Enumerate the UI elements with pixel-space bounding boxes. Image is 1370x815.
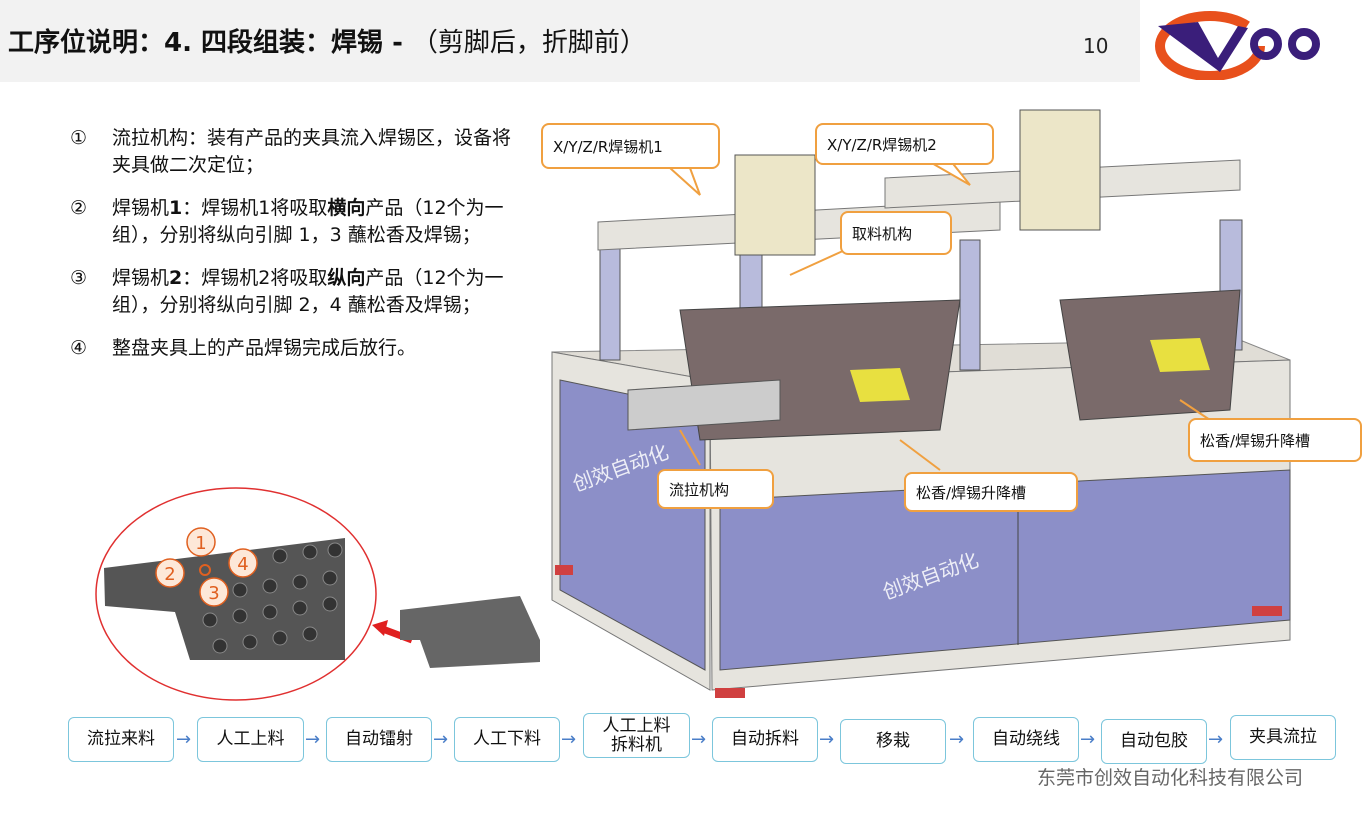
page-number: 10 (1083, 34, 1109, 58)
step-num: ④ (70, 337, 88, 359)
callout-pick-mechanism: 取料机构 (840, 211, 952, 255)
detail-label-3: 3 (208, 583, 219, 604)
detail-label-2: 2 (164, 564, 175, 585)
fixture-tray (400, 596, 540, 668)
step-bold: 2 (169, 267, 183, 289)
arrow-right-icon: → (691, 729, 707, 750)
arrow-right-icon: → (561, 729, 577, 750)
step-2: ② 焊锡机1：焊锡机1将吸取横向产品（12个为一 组），分别将纵向引脚 1，3 蘸… (70, 195, 520, 249)
arrow-right-icon: → (949, 729, 965, 750)
step-3: ③ 焊锡机2：焊锡机2将吸取纵向产品（12个为一 组），分别将纵向引脚 2，4 蘸… (70, 265, 520, 319)
callout-lift-tank-2: 松香/焊锡升降槽 (1188, 418, 1362, 462)
step-1: ① 流拉机构：装有产品的夹具流入焊锡区，设备将夹具做二次定位； (70, 125, 520, 179)
callout-solder-machine-1: X/Y/Z/R焊锡机1 (541, 123, 720, 169)
step-bold: 纵向 (327, 267, 366, 289)
flow-step: 人工上料 拆料机 (583, 713, 690, 758)
step-4: ④ 整盘夹具上的产品焊锡完成后放行。 (70, 335, 520, 362)
header-bar (0, 0, 1140, 82)
flow-step: 人工上料 (197, 717, 304, 762)
arrow-right-icon: → (305, 729, 321, 750)
flow-step: 自动包胶 (1101, 719, 1207, 764)
company-logo (1155, 11, 1320, 80)
slide-title: 工序位说明：4. 四段组装：焊锡 - （剪脚后，折脚前） (8, 28, 646, 58)
step-text: 流拉机构：装有产品的夹具流入焊锡区，设备将夹具做二次定位； (112, 127, 512, 176)
fixture-detail-view: 1 2 3 4 (95, 487, 377, 701)
arrow-right-icon: → (176, 729, 192, 750)
callout-solder-machine-2: X/Y/Z/R焊锡机2 (815, 123, 994, 165)
arrow-right-icon: → (1208, 729, 1224, 750)
step-text: ：焊锡机2将吸取 (182, 267, 328, 289)
callout-lift-tank-1: 松香/焊锡升降槽 (904, 472, 1078, 512)
flow-step: 流拉来料 (68, 717, 174, 762)
soldering-machine (551, 109, 1291, 698)
step-text: 产品（12个为一 组），分别将纵向引脚 2，4 蘸松香及焊锡； (112, 267, 504, 316)
step-num: ① (70, 127, 88, 149)
step-num: ③ (70, 267, 88, 289)
step-num: ② (70, 197, 88, 219)
arrow-right-icon: → (433, 729, 449, 750)
step-bold: 横向 (327, 197, 366, 219)
detail-label-4: 4 (237, 554, 248, 575)
detail-label-1: 1 (195, 533, 206, 554)
flow-step: 移栽 (840, 719, 946, 764)
step-bold: 1 (169, 197, 183, 219)
flow-step: 人工下料 (454, 717, 560, 762)
step-text: ：焊锡机1将吸取 (182, 197, 328, 219)
arrow-right-icon: → (1080, 729, 1096, 750)
step-text: 焊锡机 (112, 197, 170, 219)
company-name: 东莞市创效自动化科技有限公司 (1037, 767, 1304, 789)
arrow-right-icon: → (819, 729, 835, 750)
step-text: 产品（12个为一 组），分别将纵向引脚 1，3 蘸松香及焊锡； (112, 197, 504, 246)
flow-step: 自动拆料 (712, 717, 818, 762)
flow-step: 夹具流拉 (1230, 715, 1336, 760)
flow-step: 自动镭射 (326, 717, 432, 762)
flow-step: 自动绕线 (973, 717, 1079, 762)
callout-flow-mechanism: 流拉机构 (657, 469, 774, 509)
step-text: 整盘夹具上的产品焊锡完成后放行。 (112, 337, 417, 359)
step-text: 焊锡机 (112, 267, 170, 289)
